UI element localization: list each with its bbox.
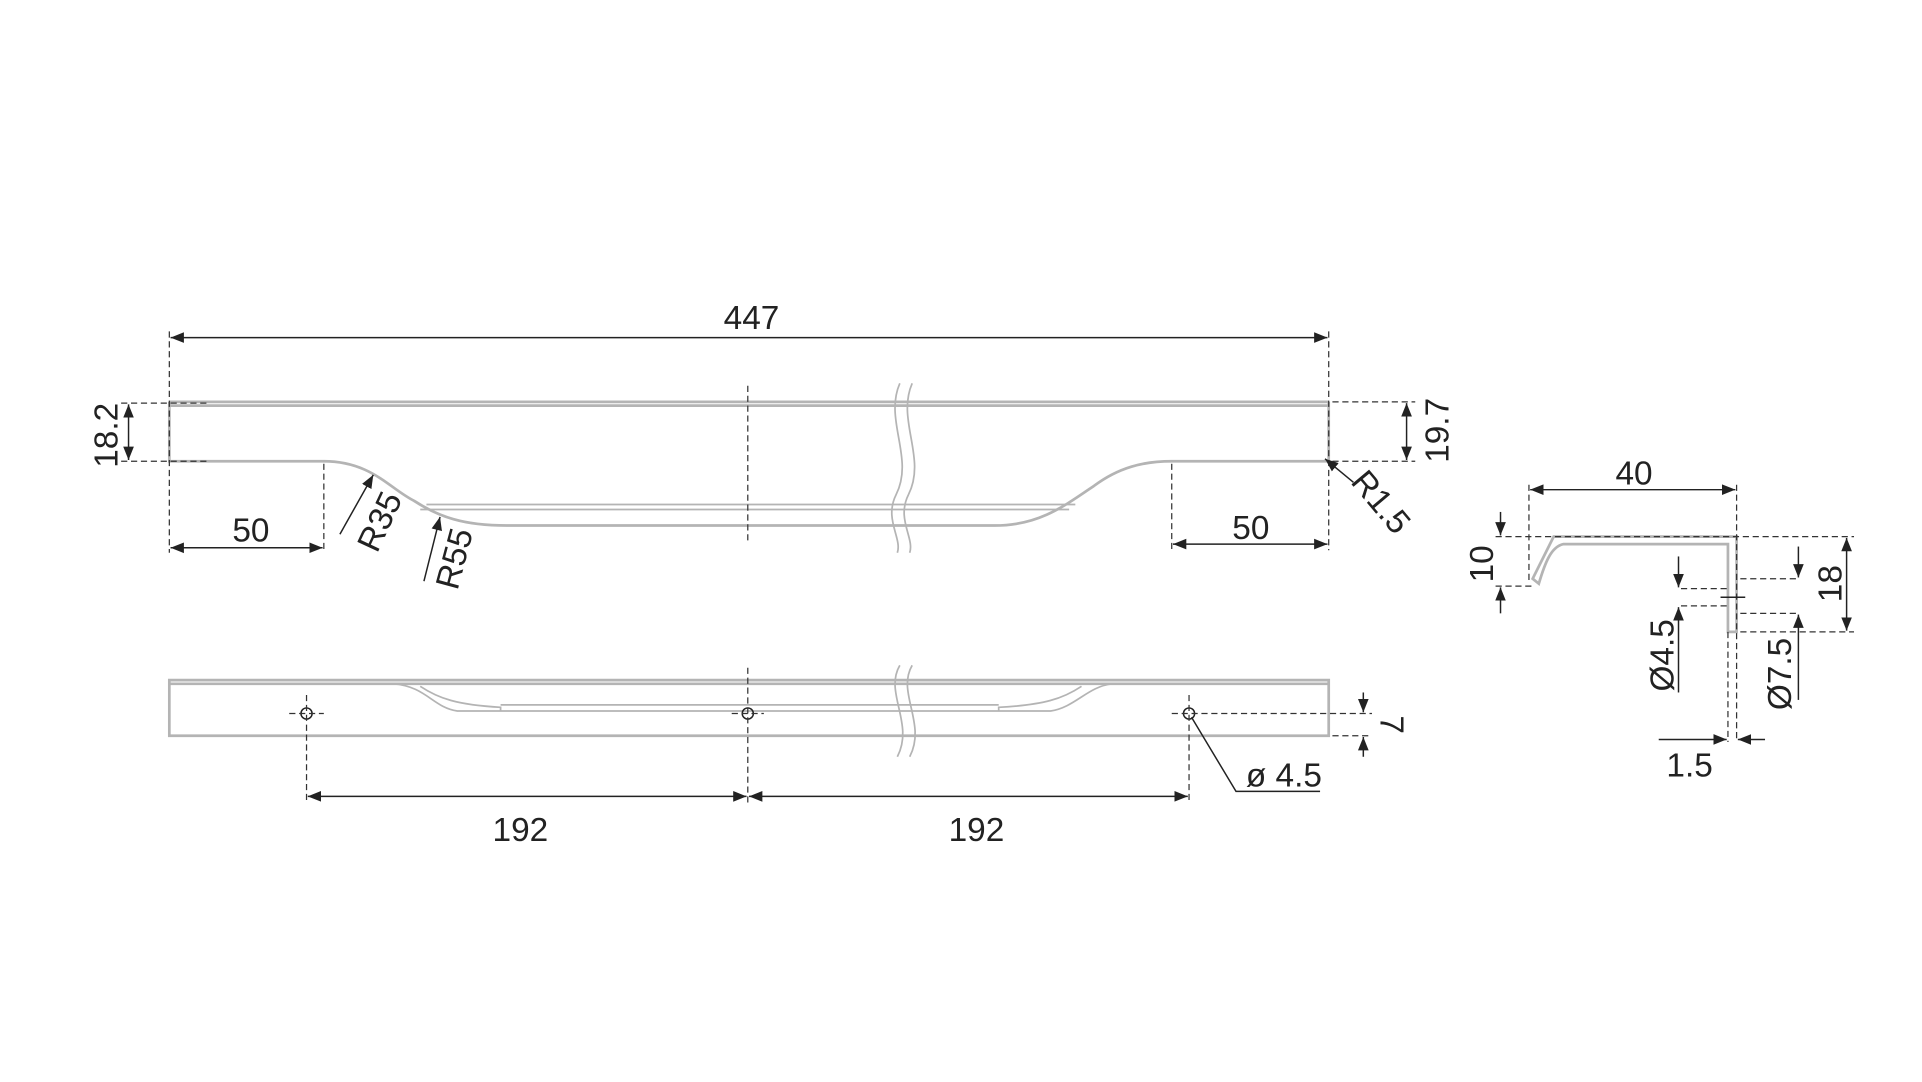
dim-50-right-label: 50 bbox=[1232, 510, 1269, 547]
dim-40-label: 40 bbox=[1615, 456, 1652, 493]
bottom-view: 192 192 7 ø 4.5 bbox=[167, 664, 1410, 849]
break-line bbox=[890, 382, 916, 554]
dim-50-left-label: 50 bbox=[232, 513, 269, 550]
dim-18-label: 18 bbox=[1813, 565, 1850, 602]
dim-192-right-label: 192 bbox=[949, 812, 1005, 849]
leader-r1-5 bbox=[1324, 458, 1354, 483]
bottom-extension-lines bbox=[289, 667, 1372, 804]
dim-1-5-label: 1.5 bbox=[1666, 748, 1712, 785]
radius-r55-label: R55 bbox=[429, 524, 481, 593]
dim-192-left-label: 192 bbox=[493, 812, 549, 849]
bottom-inner-profile bbox=[392, 682, 1113, 712]
section-view: 40 10 18 Ø4.5 Ø7.5 1.5 bbox=[1464, 456, 1855, 785]
front-view: 447 18.2 19.7 50 50 R35 R55 R1.5 bbox=[88, 300, 1456, 593]
leader-r55 bbox=[423, 516, 442, 582]
dim-7-5-label: Ø7.5 bbox=[1762, 638, 1799, 710]
dim-19-7-label: 19.7 bbox=[1420, 398, 1457, 463]
bottom-break-line bbox=[894, 664, 916, 758]
dim-4-5-label: Ø4.5 bbox=[1645, 619, 1682, 691]
leader-hole-diameter bbox=[1190, 716, 1321, 793]
radius-r35-label: R35 bbox=[351, 486, 410, 557]
bottom-profile-outline bbox=[167, 678, 1331, 738]
extension-lines bbox=[121, 331, 1416, 553]
dim-447-label: 447 bbox=[724, 300, 780, 337]
front-inner-line bbox=[420, 503, 1076, 511]
dim-18-2-label: 18.2 bbox=[88, 403, 125, 468]
dim-7-label: 7 bbox=[1373, 715, 1410, 734]
section-profile-outline bbox=[1530, 535, 1738, 634]
hole-diameter-label: ø 4.5 bbox=[1246, 757, 1322, 794]
radius-r1-5-label: R1.5 bbox=[1344, 464, 1418, 542]
dim-10-label: 10 bbox=[1464, 545, 1501, 582]
front-profile-outline bbox=[167, 400, 1331, 527]
section-extension-lines bbox=[1495, 484, 1855, 742]
leader-r35 bbox=[339, 474, 374, 535]
